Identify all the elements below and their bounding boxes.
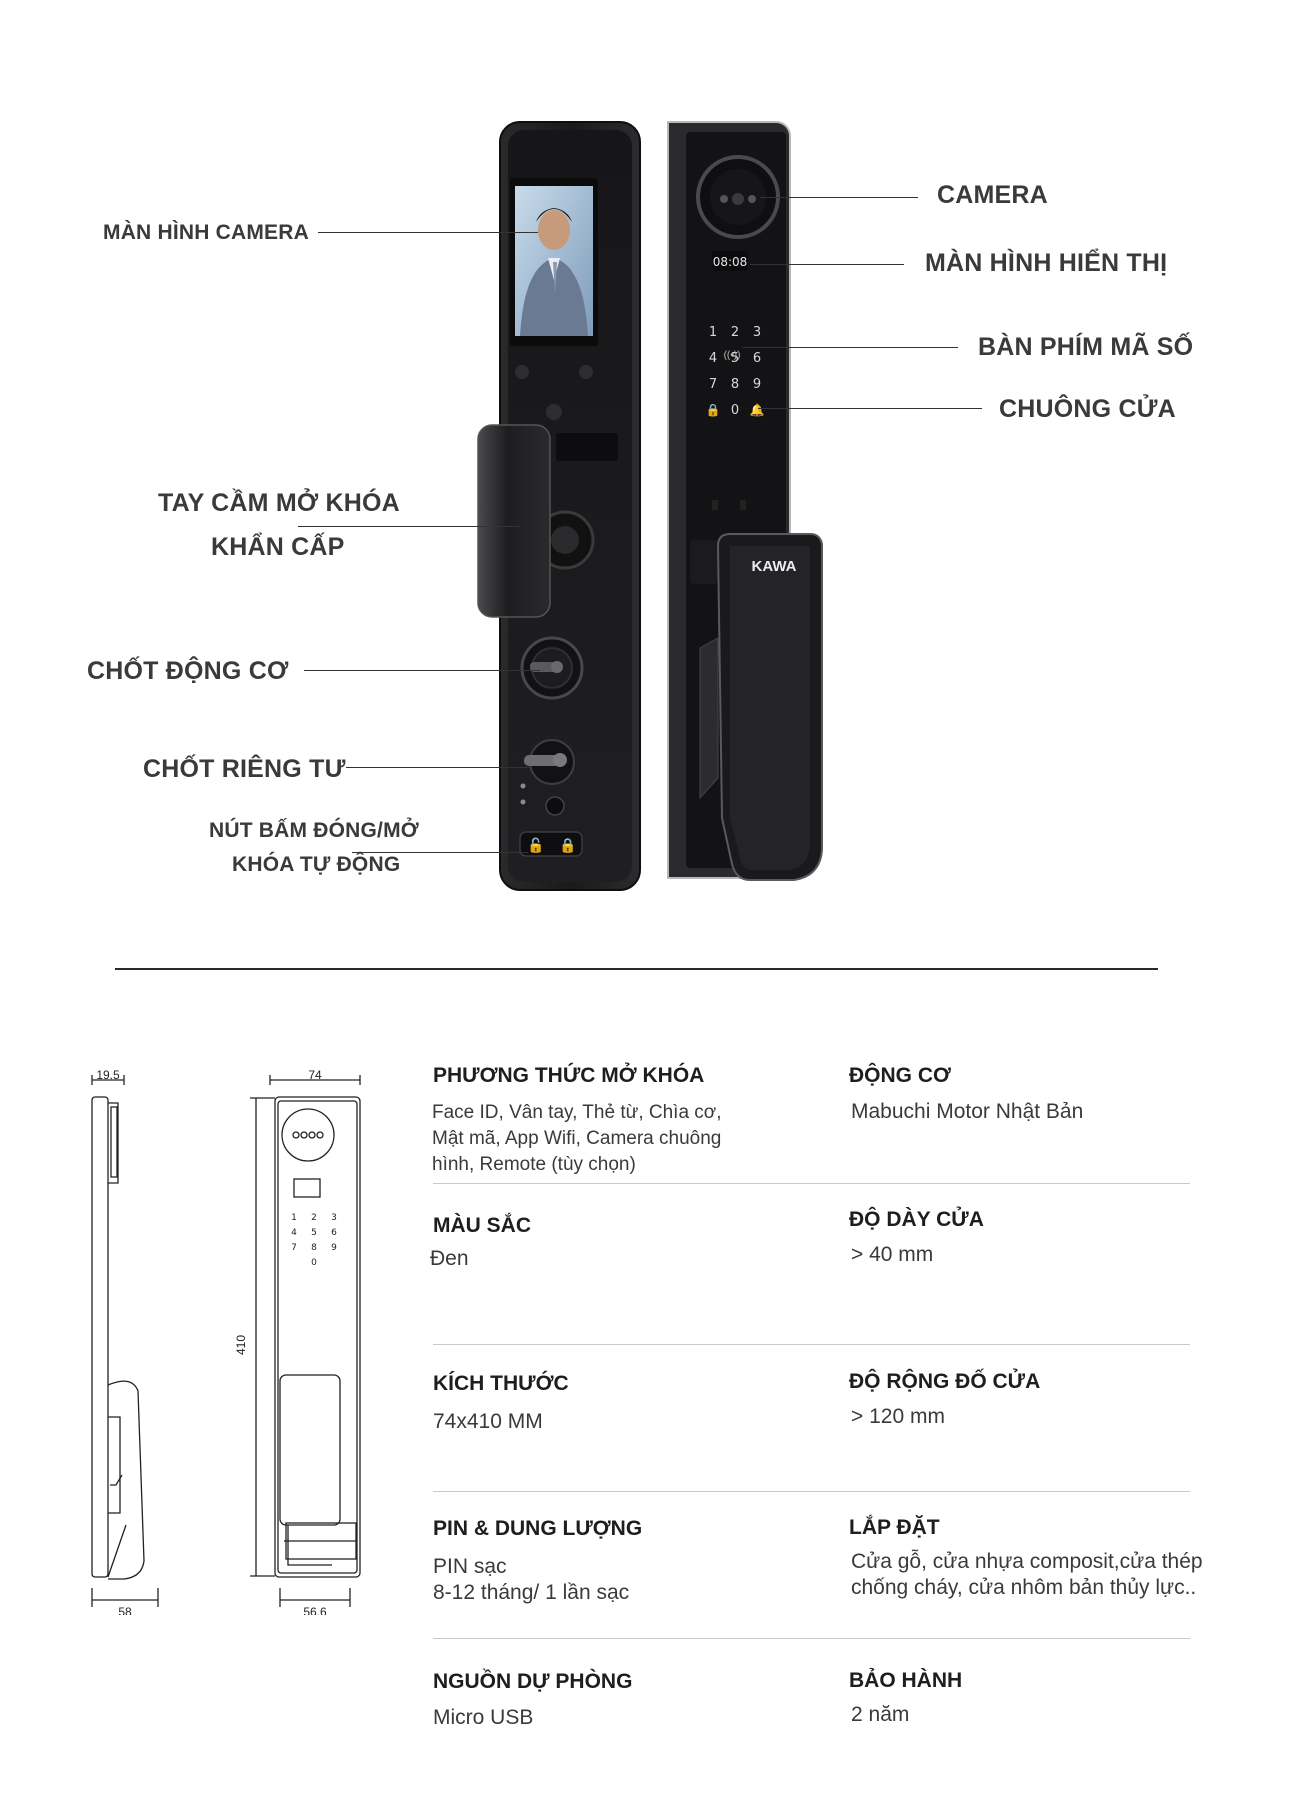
lock-icon: 🔒	[559, 837, 576, 854]
spec-size-title: KÍCH THƯỚC	[433, 1372, 569, 1395]
drawing-key-0: 0	[311, 1258, 317, 1268]
spec-installation-title: LẮP ĐẶT	[849, 1516, 940, 1539]
leader-privacy-bolt	[346, 767, 530, 768]
spec-warranty-value: 2 năm	[851, 1703, 910, 1726]
camera-screen	[510, 178, 598, 346]
display-time: 08:08	[713, 255, 748, 269]
leader-camera-screen	[318, 232, 538, 233]
unlock-icon: 🔓	[527, 837, 544, 854]
front-view	[250, 1075, 361, 1607]
privacy-bolt-knob[interactable]	[524, 739, 575, 785]
dim-side-thickness: 19.5	[96, 1068, 120, 1082]
label-doorbell: CHUÔNG CỬA	[999, 395, 1176, 423]
leader-auto-button	[352, 852, 528, 853]
device-key-4[interactable]: 4	[709, 351, 717, 366]
label-auto-button-2: KHÓA TỰ ĐỘNG	[232, 853, 401, 876]
device-key-0[interactable]: 0	[731, 403, 739, 418]
spec-rule-3	[433, 1491, 1190, 1492]
spec-rule-4	[433, 1638, 1190, 1639]
spec-backup-power-value: Micro USB	[433, 1706, 534, 1729]
device-key-7[interactable]: 7	[709, 377, 717, 392]
label-privacy-bolt: CHỐT RIÊNG TƯ	[143, 755, 346, 783]
drawing-key-6: 6	[331, 1228, 337, 1238]
drawing-key-3: 3	[331, 1213, 337, 1223]
spec-frame-width-title: ĐỘ RỘNG ĐỐ CỬA	[849, 1370, 1041, 1393]
spec-size-value: 74x410 MM	[433, 1410, 543, 1433]
drawing-key-9: 9	[331, 1243, 337, 1253]
leader-doorbell	[758, 408, 982, 409]
spec-unlock-method-value: Face ID, Vân tay, Thẻ từ, Chìa cơ, Mật m…	[432, 1102, 722, 1175]
leader-emergency-handle	[298, 526, 520, 527]
spec-color-value: Đen	[430, 1247, 469, 1270]
bell-icon: 🔔	[750, 403, 765, 417]
dim-front-bottom: 56.6	[303, 1605, 327, 1615]
drawing-key-4: 4	[291, 1228, 297, 1238]
motor-bolt-knob[interactable]	[520, 636, 584, 700]
device-key-3[interactable]: 3	[753, 325, 761, 340]
spec-warranty-title: BẢO HÀNH	[849, 1669, 963, 1692]
brand-logo: KAWA	[752, 558, 797, 575]
device-key-5[interactable]: 5	[731, 351, 739, 366]
spec-door-thickness-title: ĐỘ DÀY CỬA	[849, 1208, 984, 1231]
spec-color-title: MÀU SẮC	[433, 1214, 531, 1237]
spec-rule-1	[433, 1183, 1190, 1184]
leader-camera	[760, 197, 918, 198]
dim-height: 410	[234, 1335, 248, 1355]
leader-keypad	[742, 347, 958, 348]
spec-motor-value: Mabuchi Motor Nhật Bản	[851, 1100, 1084, 1123]
spec-backup-power-title: NGUỒN DỰ PHÒNG	[433, 1670, 633, 1693]
spec-unlock-method-title: PHƯƠNG THỨC MỞ KHÓA	[433, 1064, 705, 1087]
label-camera: CAMERA	[937, 181, 1048, 209]
device-key-2[interactable]: 2	[731, 325, 739, 340]
label-auto-button-1: NÚT BẤM ĐÓNG/MỞ	[209, 819, 419, 842]
drawing-key-1: 1	[291, 1213, 297, 1223]
spec-motor-title: ĐỘNG CƠ	[849, 1064, 951, 1087]
nfc-icon: ((•))	[724, 350, 741, 361]
emergency-handle[interactable]	[477, 424, 595, 618]
leader-display	[750, 264, 904, 265]
side-view	[91, 1075, 159, 1607]
pull-handle[interactable]: KAWA	[699, 533, 823, 881]
dim-side-bottom: 58	[118, 1605, 132, 1615]
spec-battery-value: PIN sạc 8-12 tháng/ 1 lần sạc	[433, 1555, 630, 1604]
spec-installation-value: Cửa gỗ, cửa nhựa composit,cửa thép chống…	[851, 1550, 1203, 1599]
dim-front-width: 74	[308, 1068, 322, 1082]
status-display: 08:08	[712, 251, 748, 271]
label-emergency-handle-1: TAY CẦM MỞ KHÓA	[158, 489, 400, 517]
lock-key-icon: 🔒	[706, 403, 721, 417]
label-emergency-handle-2: KHẨN CẤP	[211, 533, 345, 561]
spec-rule-2	[433, 1344, 1190, 1345]
device-key-1[interactable]: 1	[709, 325, 717, 340]
device-key-9[interactable]: 9	[753, 377, 761, 392]
drawing-key-5: 5	[311, 1228, 317, 1238]
drawing-key-7: 7	[291, 1243, 297, 1253]
drawing-key-8: 8	[311, 1243, 317, 1253]
label-camera-screen: MÀN HÌNH CAMERA	[103, 221, 309, 244]
spec-frame-width-value: > 120 mm	[851, 1405, 945, 1428]
auto-lock-buttons[interactable]: 🔓 🔒	[519, 831, 583, 857]
label-motor-bolt: CHỐT ĐỘNG CƠ	[87, 657, 289, 685]
device-key-8[interactable]: 8	[731, 377, 739, 392]
leader-motor-bolt	[304, 670, 540, 671]
device-key-6[interactable]: 6	[753, 351, 761, 366]
label-keypad: BÀN PHÍM MÃ SỐ	[978, 333, 1194, 361]
section-divider	[115, 968, 1158, 970]
label-display: MÀN HÌNH HIỂN THỊ	[925, 249, 1168, 277]
front-view-keypad: 1 2 3 4 5 6 7 8 9 0	[291, 1213, 337, 1268]
drawing-key-2: 2	[311, 1213, 317, 1223]
spec-battery-title: PIN & DUNG LƯỢNG	[433, 1517, 643, 1540]
front-lock: 🔓 🔒	[477, 121, 641, 891]
spec-door-thickness-value: > 40 mm	[851, 1243, 934, 1266]
technical-drawing: 19.5 58 1 2 3 4 5 6 7 8 9 0 74 56.6 410	[91, 1068, 361, 1615]
